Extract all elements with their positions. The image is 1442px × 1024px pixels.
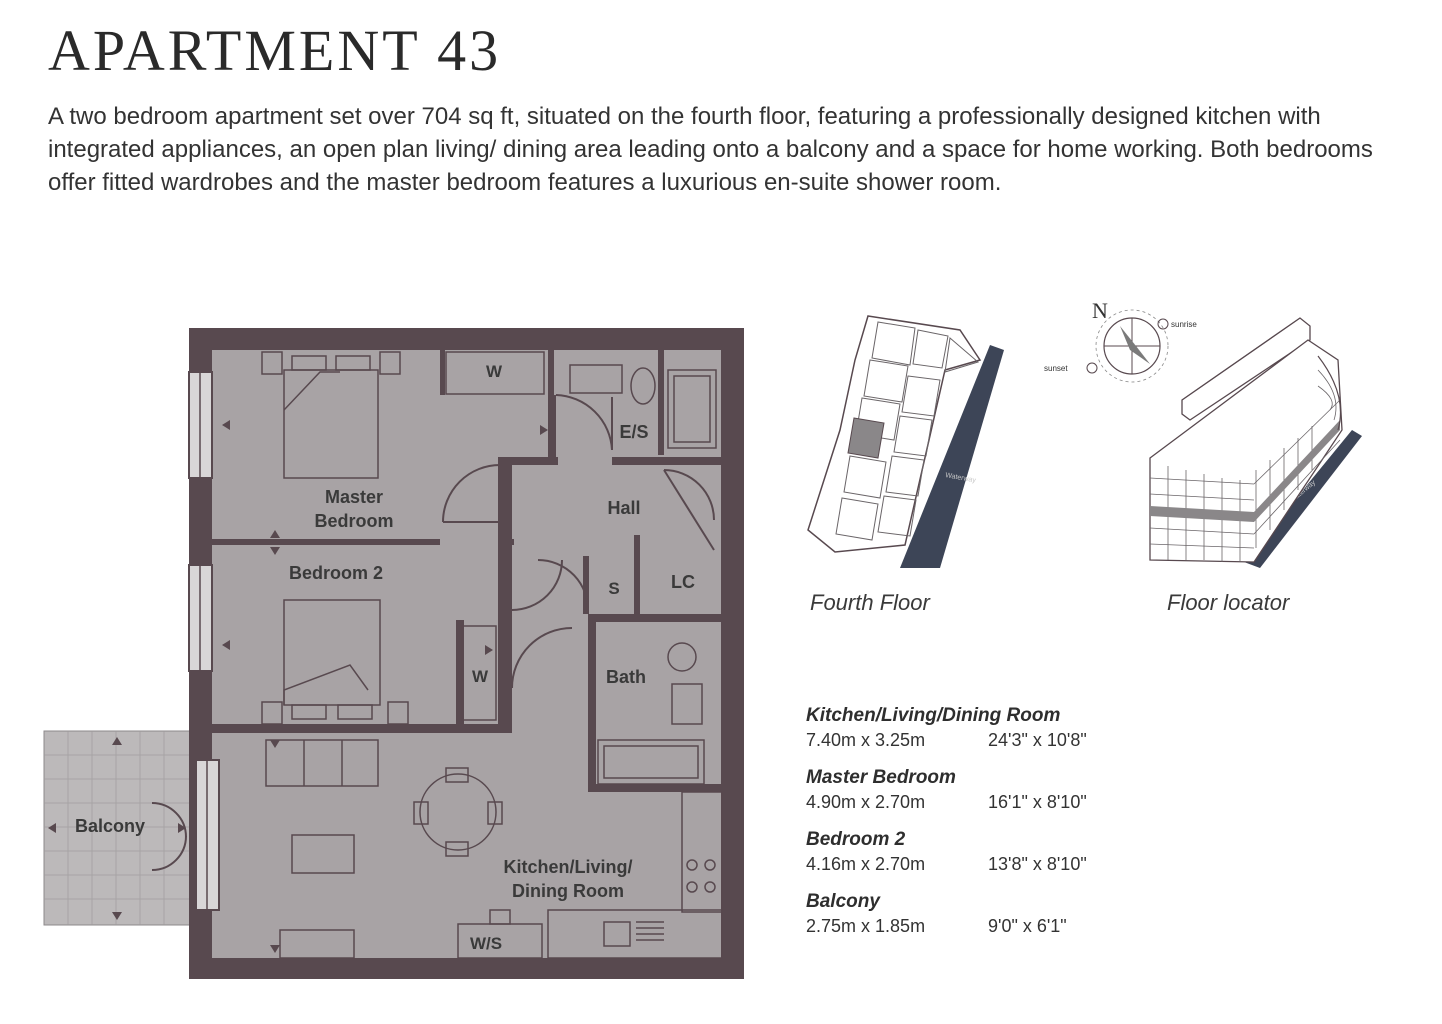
sunrise-label: sunrise (1171, 320, 1197, 329)
label-w-top: W (486, 362, 503, 381)
label-es: E/S (619, 422, 648, 442)
waterway-shape (900, 345, 1004, 568)
label-hall: Hall (607, 498, 640, 518)
room-imperial: 16'1" x 8'10" (988, 792, 1087, 812)
label-kitchen-2: Dining Room (512, 881, 624, 901)
floor-locator-caption: Floor locator (1167, 590, 1290, 615)
room-metric: 4.16m x 2.70m (806, 854, 926, 874)
room-name: Bedroom 2 (806, 829, 906, 850)
room-name: Master Bedroom (806, 767, 956, 788)
room-balcony: Balcony 2.75m x 1.85m 9'0" x 6'1" (806, 890, 1206, 938)
label-lc: LC (671, 572, 695, 592)
room-metric: 4.90m x 2.70m (806, 792, 926, 812)
room-imperial: 9'0" x 6'1" (988, 916, 1067, 936)
label-ws: W/S (470, 934, 502, 953)
compass: N sunrise sunset (1044, 298, 1197, 383)
room-name: Balcony (806, 891, 880, 912)
apartment-description: A two bedroom apartment set over 704 sq … (48, 103, 1373, 196)
label-balcony: Balcony (75, 816, 145, 836)
fourth-floor-band (1150, 506, 1254, 522)
label-bedroom-2: Bedroom 2 (289, 563, 383, 583)
floor-locator-building: Waterway (1149, 317, 1362, 568)
room-imperial: 24'3" x 10'8" (988, 730, 1087, 750)
label-master-2: Bedroom (314, 511, 393, 531)
floor-plan: Master Bedroom Bedroom 2 Hall E/S W W S … (43, 328, 744, 979)
label-kitchen-1: Kitchen/Living/ (503, 857, 632, 877)
room-master-bedroom: Master Bedroom 4.90m x 2.70m 16'1" x 8'10… (806, 766, 1206, 814)
room-metric: 2.75m x 1.85m (806, 916, 926, 936)
page-title: APARTMENT 43 (48, 18, 502, 83)
room-metric: 7.40m x 3.25m (806, 730, 926, 750)
label-s: S (608, 579, 619, 598)
label-w-mid: W (472, 667, 489, 686)
room-dimensions: Kitchen/Living/Dining Room 7.40m x 3.25m… (806, 704, 1206, 952)
apartment-43-highlight (847, 417, 885, 459)
room-kitchen: Kitchen/Living/Dining Room 7.40m x 3.25m… (806, 704, 1206, 752)
room-bedroom-2: Bedroom 2 4.16m x 2.70m 13'8" x 8'10" (806, 828, 1206, 876)
fourth-floor-keyplan: Waterway (807, 315, 1004, 568)
label-master-1: Master (325, 487, 383, 507)
label-bath: Bath (606, 667, 646, 687)
room-name: Kitchen/Living/Dining Room (806, 705, 1061, 726)
north-label: N (1092, 298, 1108, 323)
fourth-floor-caption: Fourth Floor (810, 590, 930, 615)
room-imperial: 13'8" x 8'10" (988, 854, 1087, 874)
sunset-label: sunset (1044, 364, 1068, 373)
